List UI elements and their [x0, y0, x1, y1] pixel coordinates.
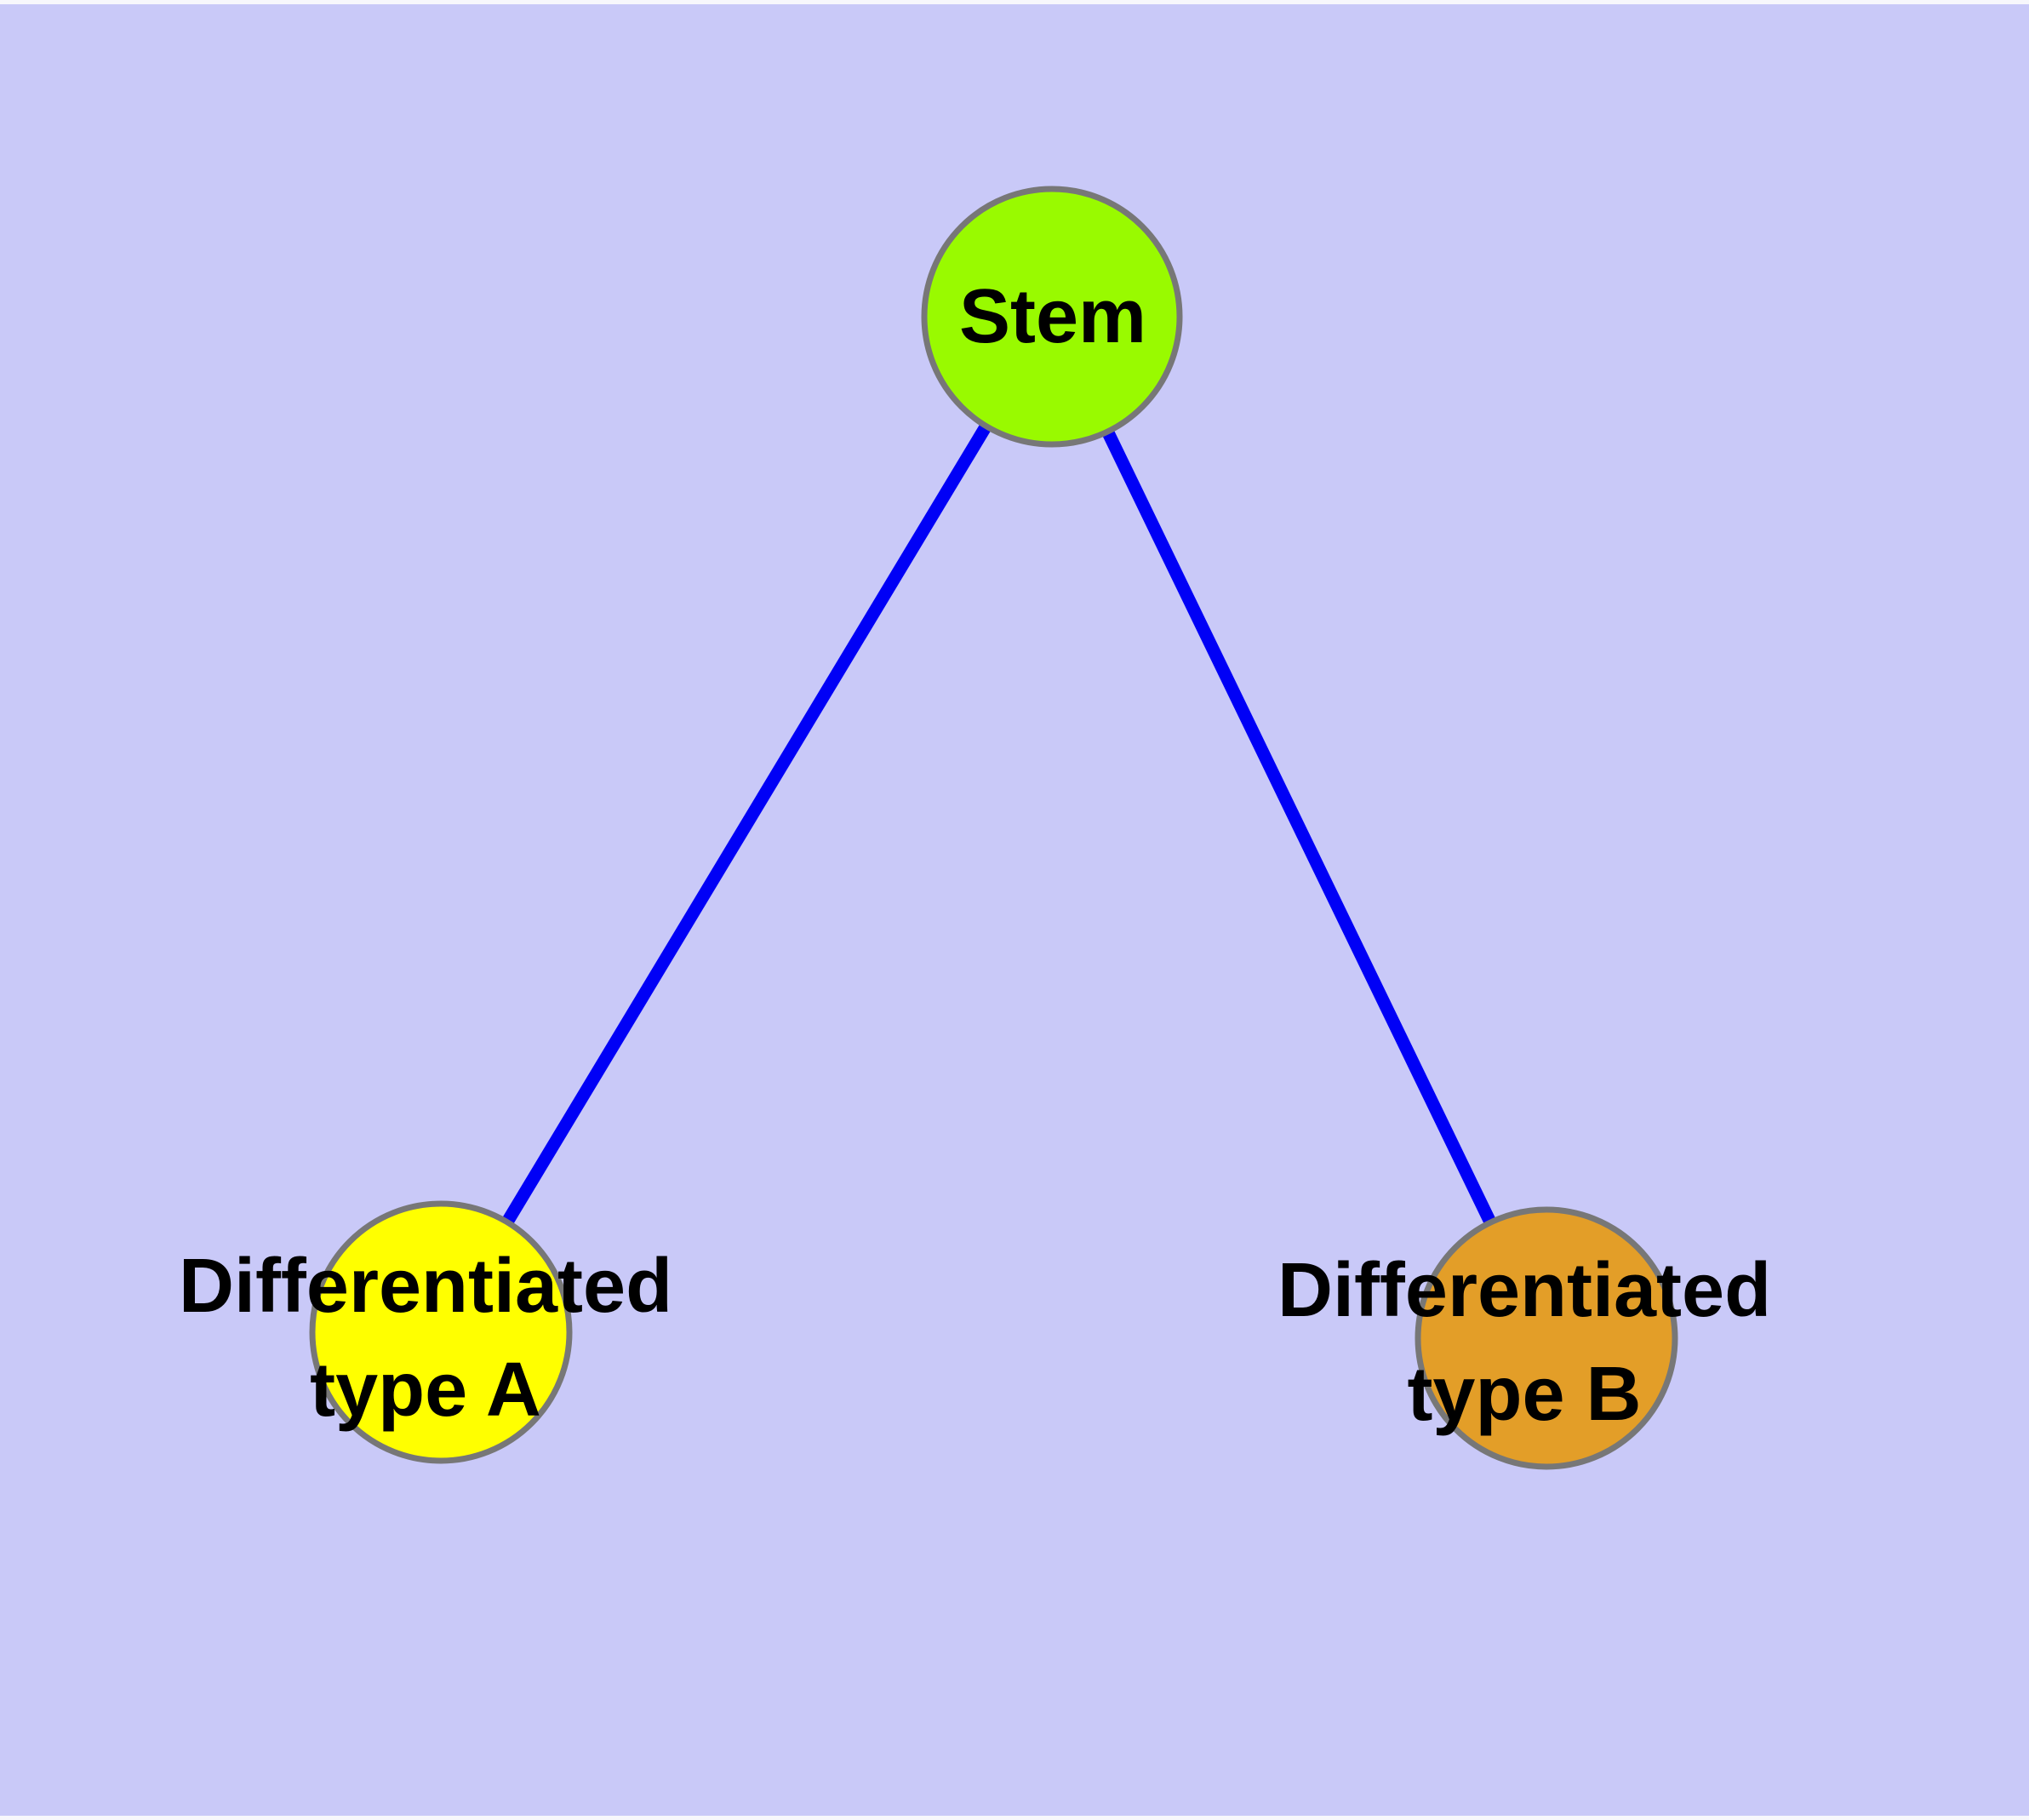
edge-stem-to-typeB	[1046, 313, 1552, 1342]
node-label-typeB: Differentiated type B	[1277, 1248, 1772, 1437]
node-label-stem: Stem	[958, 274, 1147, 359]
node-label-typeA: Differentiated type A	[178, 1244, 673, 1433]
image-top-margin	[0, 0, 2029, 4]
node-circle-stem	[921, 186, 1183, 448]
edge-stem-to-typeA	[435, 313, 1058, 1336]
node-circle-typeB	[1415, 1206, 1678, 1470]
image-bottom-margin	[0, 1816, 2029, 1820]
node-circle-typeA	[309, 1200, 573, 1464]
